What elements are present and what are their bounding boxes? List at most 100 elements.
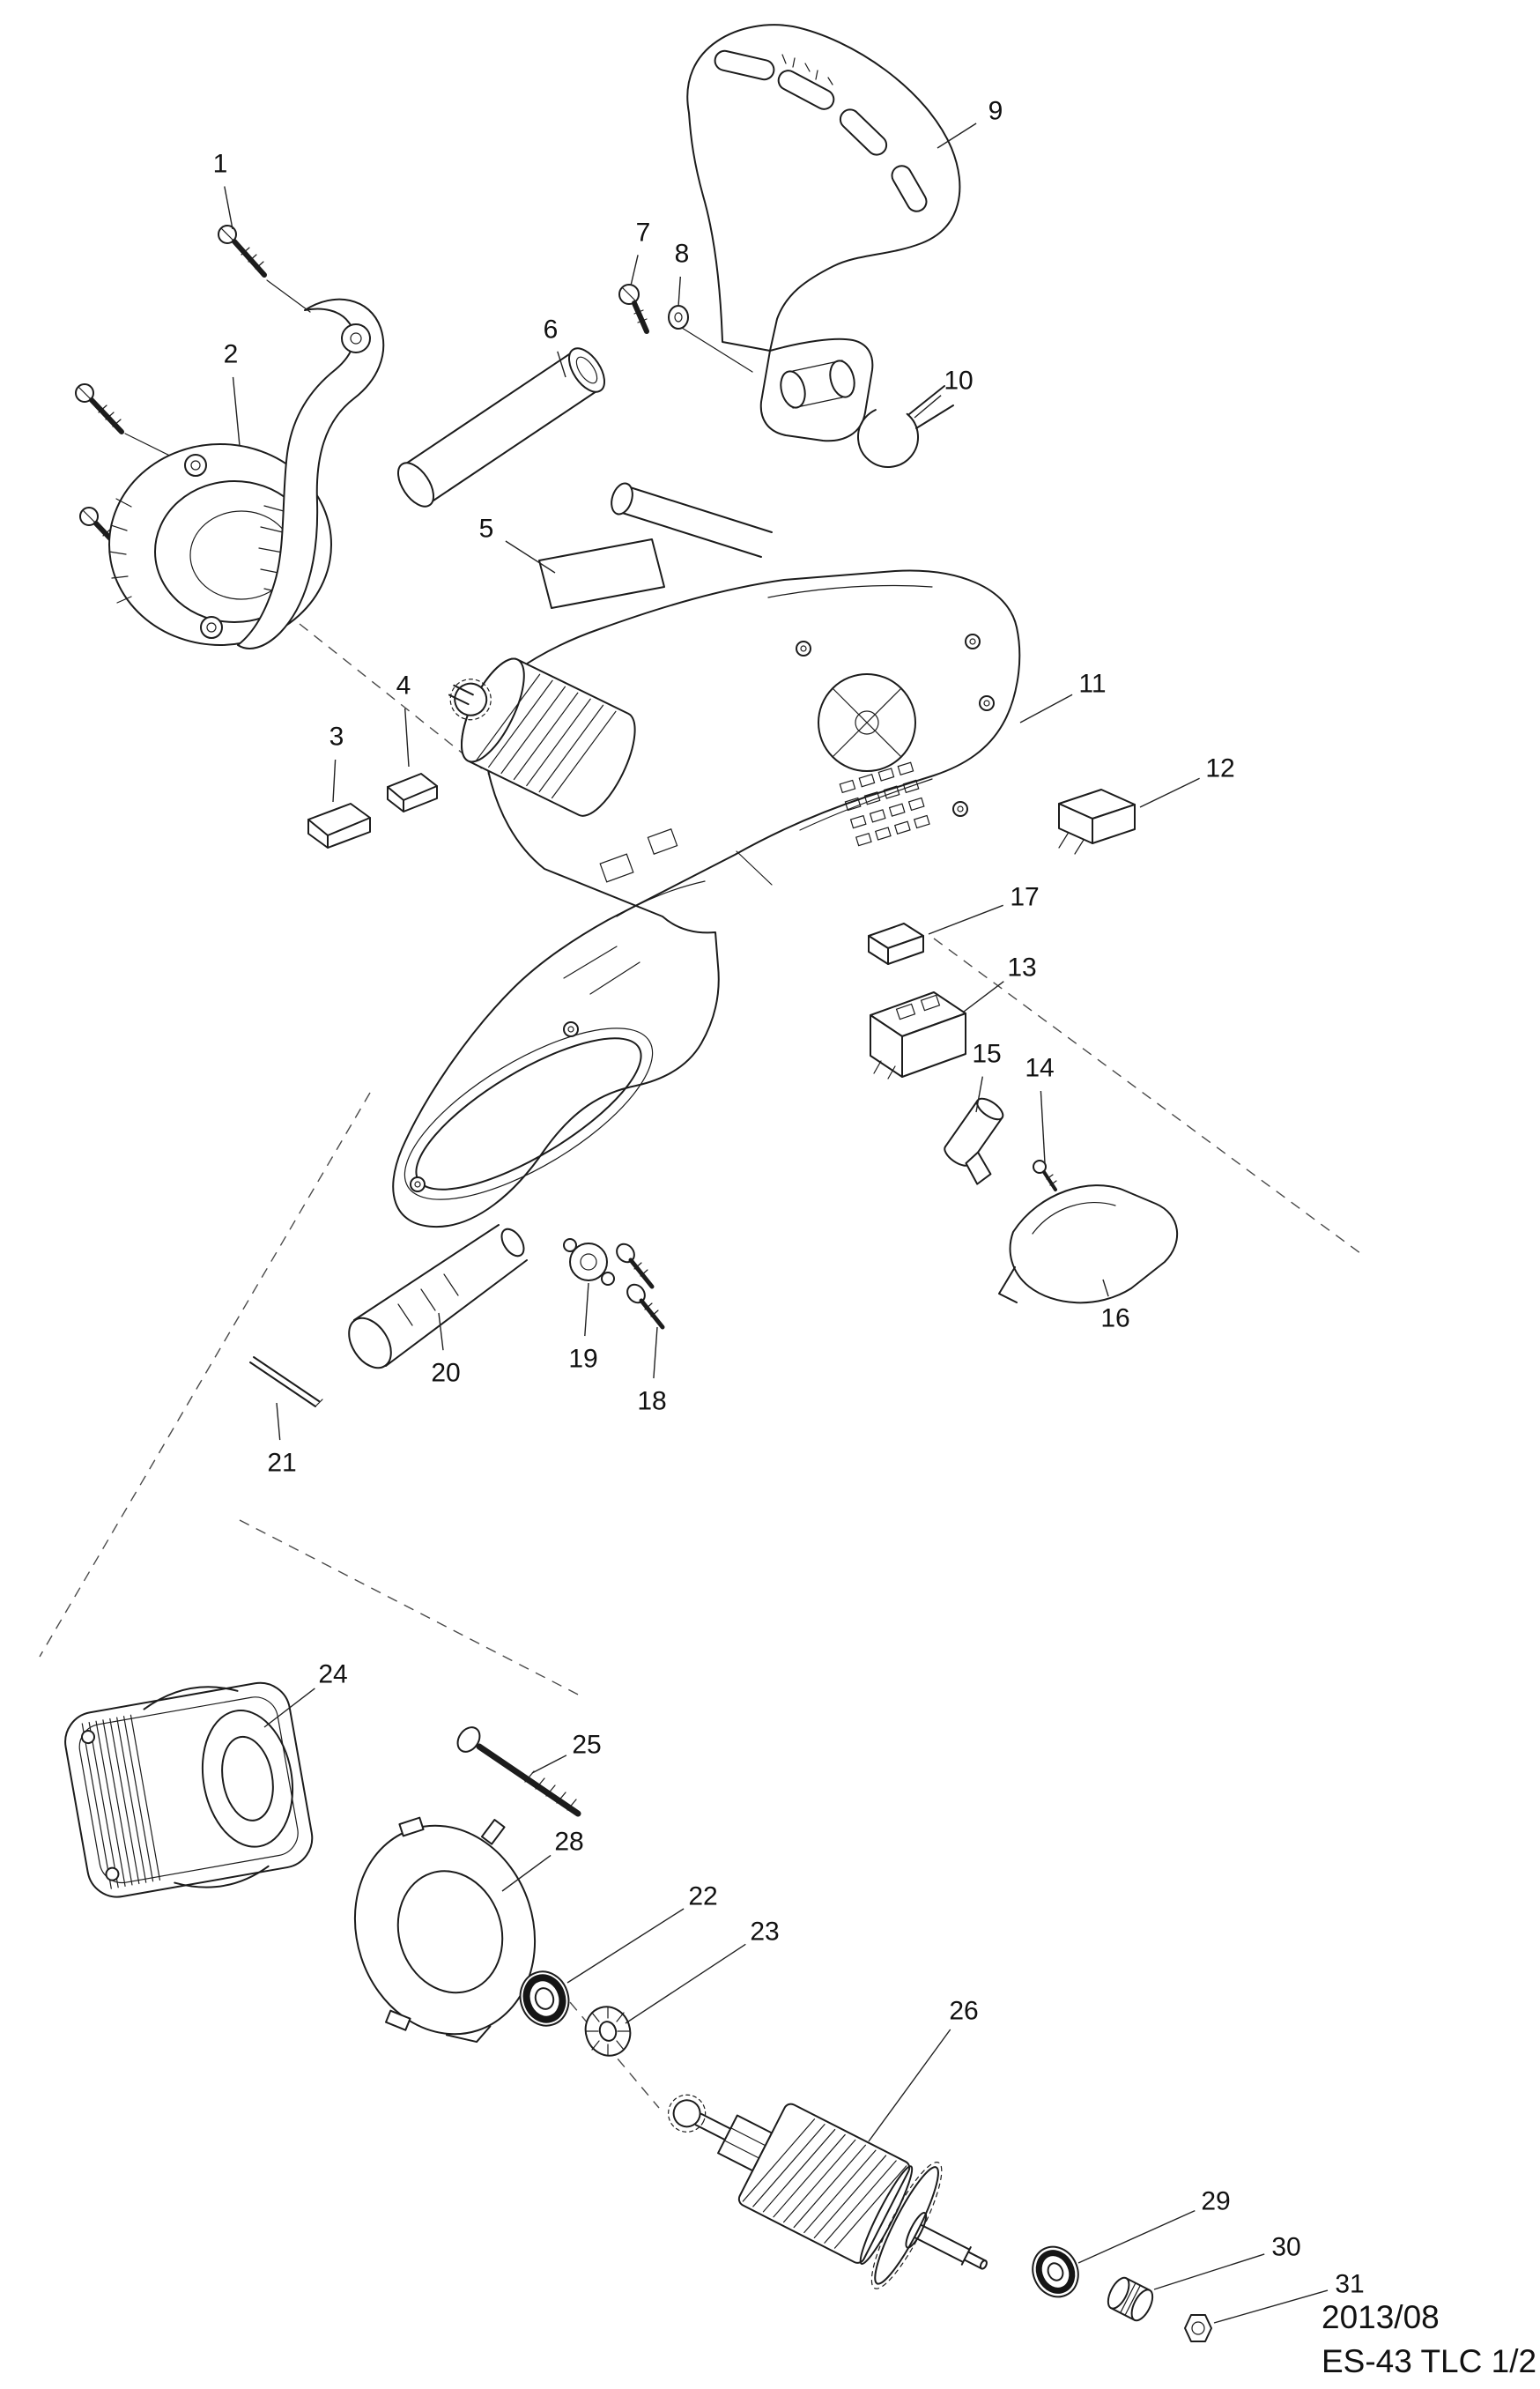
- brush-holder-part3-drawing: [307, 803, 371, 849]
- leader-line-part-23: [625, 1943, 746, 2024]
- pin-part15-drawing: [944, 1097, 1004, 1185]
- leader-line-part-12: [1139, 777, 1200, 808]
- leader-line-part-19: [584, 1282, 589, 1337]
- part-number-label-10: 10: [944, 367, 973, 396]
- part-number-label-16: 16: [1100, 1304, 1129, 1333]
- leader-line-part-3: [332, 759, 337, 803]
- armature-drawing: [668, 2094, 988, 2289]
- screw-part7-drawing: [618, 284, 649, 334]
- leader-line-part-15: [975, 1076, 983, 1113]
- part-number-label-9: 9: [988, 97, 1003, 126]
- leader-line-part-8: [677, 276, 681, 308]
- sleeve-part30-drawing: [1107, 2276, 1154, 2322]
- baffle-plate-drawing: [353, 1816, 537, 2044]
- fan-housing-circle: [818, 673, 916, 772]
- motor-housing-drawing: [392, 482, 1021, 1228]
- leader-line-part-22: [566, 1908, 685, 1984]
- brush-holder-part4-drawing: [387, 773, 438, 812]
- part-callouts: 1234567891011121314151617181920212223242…: [213, 97, 1365, 2324]
- connector-part12-drawing: [1058, 789, 1136, 855]
- part-number-label-6: 6: [544, 315, 559, 345]
- leader-line-part-28: [501, 1854, 552, 1892]
- part-number-label-5: 5: [479, 515, 494, 544]
- tube-drawing: [397, 347, 605, 508]
- block-part17-drawing: [868, 923, 924, 965]
- part-number-label-11: 11: [1078, 670, 1106, 699]
- leader-line-part-10: [914, 395, 942, 419]
- part-number-label-29: 29: [1201, 2187, 1230, 2216]
- washer-part8-drawing: [668, 305, 689, 330]
- lever-part16-drawing: [998, 1184, 1179, 1304]
- leader-line-part-14: [1040, 1090, 1046, 1164]
- part-number-label-12: 12: [1205, 754, 1234, 783]
- part-number-label-2: 2: [224, 340, 239, 369]
- part-number-label-23: 23: [750, 1918, 779, 1947]
- part-number-label-20: 20: [431, 1359, 460, 1388]
- leader-line-part-1: [224, 186, 233, 230]
- leader-line-part-9: [937, 122, 977, 149]
- leader-line-part-18: [653, 1326, 658, 1379]
- part-number-label-7: 7: [636, 219, 651, 248]
- leader-line-part-13: [963, 981, 1004, 1013]
- screw-part14-drawing: [1033, 1160, 1057, 1191]
- leader-line-part-6: [557, 351, 566, 378]
- housing-vent-grid: [839, 761, 930, 847]
- screw-left-a-drawing: [75, 383, 124, 434]
- part-number-label-25: 25: [572, 1731, 601, 1760]
- clamp-screws-drawing: [616, 1243, 665, 1330]
- part-number-label-18: 18: [637, 1387, 666, 1416]
- assembly-axis-lines: [39, 623, 1365, 2109]
- leader-line-part-21: [276, 1402, 281, 1441]
- cable-drawing: [249, 1356, 323, 1407]
- leader-line-part-2: [232, 376, 241, 447]
- leader-line-part-11: [1019, 694, 1073, 723]
- part-number-label-21: 21: [267, 1449, 296, 1478]
- footer-date: 2013/08: [1322, 2299, 1440, 2335]
- part-number-label-19: 19: [568, 1345, 597, 1374]
- nut-part31-drawing: [1184, 2314, 1212, 2342]
- washer-part23-drawing: [584, 2006, 632, 2057]
- part-number-label-15: 15: [972, 1040, 1001, 1069]
- leader-line-part-16: [1102, 1279, 1109, 1297]
- leader-line-part-24: [263, 1688, 315, 1728]
- handle-bar-tube: [611, 482, 773, 558]
- bearing-part22-drawing: [519, 1970, 570, 2027]
- part-number-label-8: 8: [675, 240, 690, 269]
- bearing-part29-drawing: [1032, 2245, 1079, 2298]
- part-number-label-4: 4: [396, 671, 411, 701]
- leader-line-part-20: [438, 1312, 444, 1351]
- footer-model: ES-43 TLC 1/2: [1322, 2343, 1536, 2379]
- part-number-label-24: 24: [318, 1660, 347, 1689]
- cord-clamp-drawing: [563, 1238, 615, 1286]
- wire-clip-drawing: [857, 385, 954, 468]
- part-number-label-30: 30: [1271, 2233, 1300, 2262]
- hand-guard-bracket-drawing: [237, 298, 385, 649]
- leader-line-part-31: [1213, 2289, 1329, 2324]
- part-number-label-1: 1: [213, 150, 228, 179]
- name-plate-drawing: [538, 538, 665, 609]
- leader-line-part-5: [505, 540, 556, 574]
- switch-part13-drawing: [870, 991, 966, 1080]
- part-number-label-26: 26: [949, 1997, 978, 2026]
- housing-screw-bosses: [410, 634, 995, 1192]
- leader-line-part-29: [1077, 2209, 1196, 2264]
- leader-line-part-26: [868, 2029, 951, 2142]
- installed-motor-drawing: [448, 657, 636, 817]
- leader-line-part-17: [928, 904, 1003, 935]
- leader-line-part-7: [630, 255, 639, 286]
- part-number-label-31: 31: [1335, 2270, 1364, 2299]
- leader-line-part-30: [1153, 2253, 1265, 2290]
- cord-guard-drawing: [348, 1224, 528, 1369]
- screw-part1-drawing: [218, 225, 267, 278]
- part-number-label-28: 28: [554, 1828, 583, 1857]
- part-number-label-3: 3: [329, 723, 344, 752]
- part-number-label-13: 13: [1007, 953, 1036, 983]
- part-number-label-22: 22: [688, 1882, 717, 1911]
- leader-line-part-4: [404, 708, 410, 768]
- long-screw-drawing: [456, 1726, 581, 1817]
- part-number-label-17: 17: [1010, 883, 1039, 912]
- stator-drawing: [64, 1681, 314, 1898]
- front-handle-drawing: [686, 24, 961, 442]
